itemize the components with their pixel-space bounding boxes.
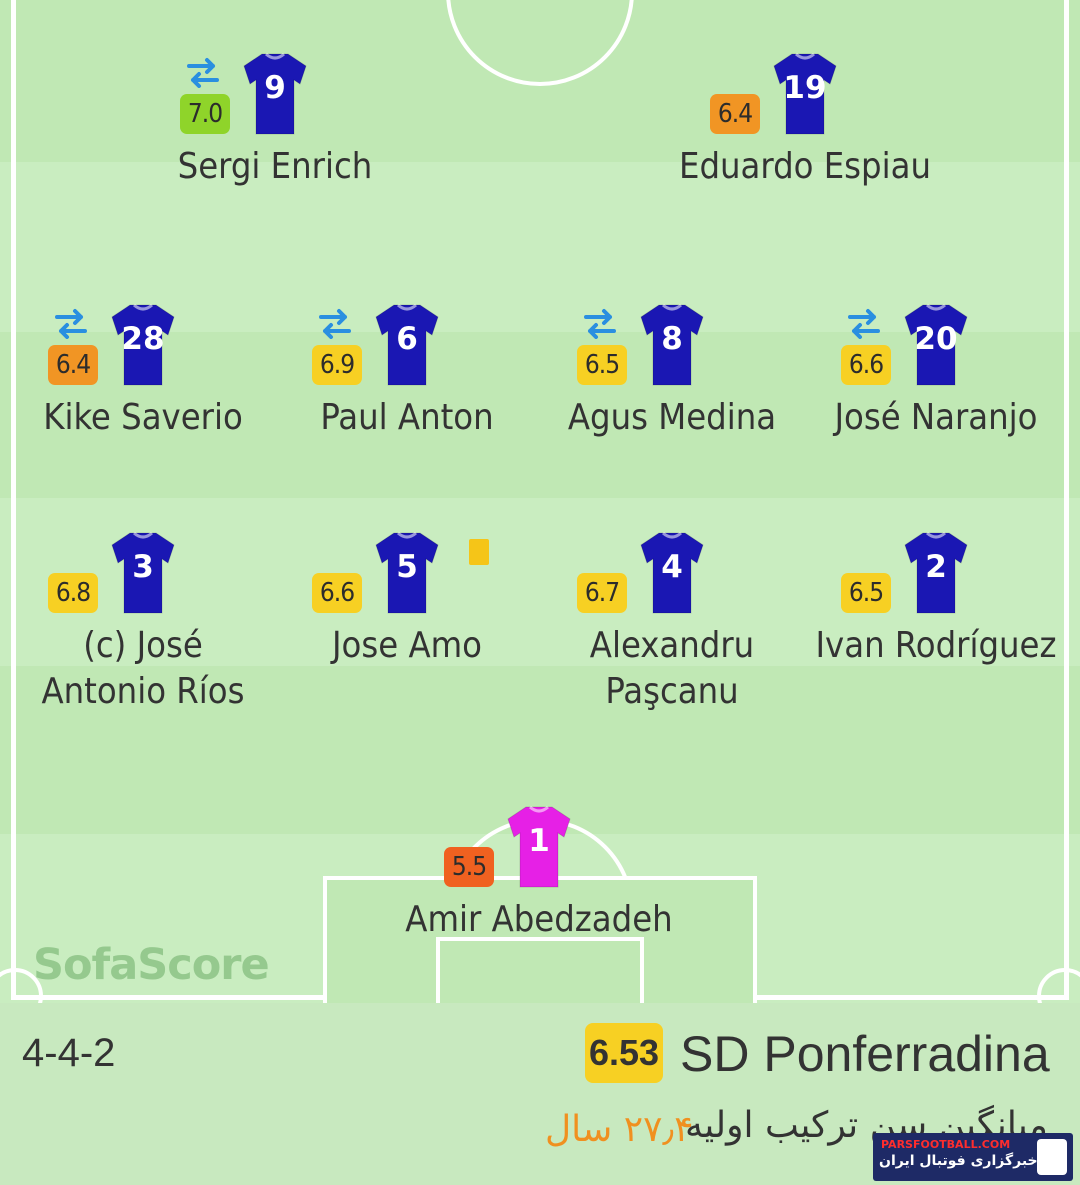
team-rating-badge: 6.53 bbox=[585, 1023, 663, 1083]
player-name-line1: José Naranjo bbox=[834, 397, 1038, 438]
shirt-number: 2 bbox=[925, 549, 947, 585]
player-name-line1: Amir Abedzadeh bbox=[405, 899, 673, 940]
player-name-line1: Sergi Enrich bbox=[177, 146, 373, 187]
player-rating-badge: 6.9 bbox=[312, 345, 362, 385]
player-name: Jose Amo bbox=[257, 623, 557, 669]
jersey-icon: 4 bbox=[637, 531, 707, 615]
jersey-icon: 8 bbox=[637, 303, 707, 387]
jersey-icon: 20 bbox=[901, 303, 971, 387]
player-rating-badge: 5.5 bbox=[444, 847, 494, 887]
corner-arc-right bbox=[1037, 968, 1080, 1003]
substitution-icon bbox=[53, 307, 89, 339]
player-rating-badge: 6.5 bbox=[577, 345, 627, 385]
jersey-icon: 3 bbox=[108, 531, 178, 615]
player-rating-badge: 6.6 bbox=[841, 345, 891, 385]
average-age-value: ۲۷٫۴ سال bbox=[545, 1109, 694, 1150]
parsfootball-badge: PARSFOOTBALL.COM خبرگزاری فوتبال ایران bbox=[873, 1133, 1073, 1181]
player-name: Eduardo Espiau bbox=[655, 144, 955, 190]
jersey-icon: 1 bbox=[504, 805, 574, 889]
player-name: Sergi Enrich bbox=[125, 144, 425, 190]
jersey-icon: 19 bbox=[770, 52, 840, 136]
player-rating-badge: 6.8 bbox=[48, 573, 98, 613]
player-name: Paul Anton bbox=[257, 395, 557, 441]
substitution-icon bbox=[185, 56, 221, 88]
jersey-icon: 2 bbox=[901, 531, 971, 615]
shirt-number: 6 bbox=[396, 321, 418, 357]
substitution-icon bbox=[317, 307, 353, 339]
jersey-icon: 9 bbox=[240, 52, 310, 136]
jersey-icon: 6 bbox=[372, 303, 442, 387]
player-name-line1: Paul Anton bbox=[320, 397, 494, 438]
player-rating-badge: 6.4 bbox=[48, 345, 98, 385]
player-name-line2: Paşcanu bbox=[605, 671, 739, 712]
player-name: Agus Medina bbox=[522, 395, 822, 441]
pitch-stripe bbox=[0, 162, 1080, 332]
shirt-number: 19 bbox=[783, 70, 827, 106]
shirt-number: 5 bbox=[396, 549, 418, 585]
shirt-number: 1 bbox=[528, 823, 550, 859]
shirt-number: 3 bbox=[132, 549, 154, 585]
parsfootball-url: PARSFOOTBALL.COM bbox=[881, 1138, 1011, 1151]
player-name: José Naranjo bbox=[786, 395, 1080, 441]
jersey-icon: 5 bbox=[372, 531, 442, 615]
team-name[interactable]: SD Ponferradina bbox=[680, 1026, 1050, 1082]
player-name-line1: (c) José bbox=[83, 625, 203, 666]
jersey-icon: 28 bbox=[108, 303, 178, 387]
shirt-number: 9 bbox=[264, 70, 286, 106]
substitution-icon bbox=[582, 307, 618, 339]
shirt-number: 4 bbox=[661, 549, 683, 585]
player-rating-badge: 6.7 bbox=[577, 573, 627, 613]
sofascore-watermark: SofaScore bbox=[33, 940, 270, 990]
formation-label: 4-4-2 bbox=[22, 1031, 116, 1075]
shirt-number: 28 bbox=[121, 321, 165, 357]
goal-area bbox=[436, 937, 644, 1003]
player-name-line1: Alexandru bbox=[589, 625, 755, 666]
corner-arc-left bbox=[0, 968, 43, 1003]
player-rating-badge: 6.4 bbox=[710, 94, 760, 134]
player-name: Kike Saverio bbox=[0, 395, 293, 441]
player-name-line1: Agus Medina bbox=[567, 397, 777, 438]
team-footer: 4-4-2 6.53 SD Ponferradina ۲۷٫۴ سال میان… bbox=[0, 1003, 1080, 1185]
player-name-line1: Eduardo Espiau bbox=[678, 146, 932, 187]
player-rating-badge: 7.0 bbox=[180, 94, 230, 134]
shirt-number: 20 bbox=[914, 321, 958, 357]
pitch-stripe bbox=[0, 498, 1080, 666]
player-name: Ivan Rodríguez bbox=[786, 623, 1080, 669]
shirt-number: 8 bbox=[661, 321, 683, 357]
player-name: Amir Abedzadeh bbox=[389, 897, 689, 943]
player-rating-badge: 6.6 bbox=[312, 573, 362, 613]
player-name-line2: Antonio Ríos bbox=[41, 671, 245, 712]
player-rating-badge: 6.5 bbox=[841, 573, 891, 613]
parsfootball-name: خبرگزاری فوتبال ایران bbox=[879, 1153, 1038, 1169]
substitution-icon bbox=[846, 307, 882, 339]
player-name-line1: Ivan Rodríguez bbox=[815, 625, 1057, 666]
parsfootball-logo-icon bbox=[1037, 1139, 1067, 1175]
yellow-card-icon bbox=[469, 539, 489, 565]
player-name-line1: Jose Amo bbox=[332, 625, 482, 666]
player-name-line1: Kike Saverio bbox=[43, 397, 243, 438]
